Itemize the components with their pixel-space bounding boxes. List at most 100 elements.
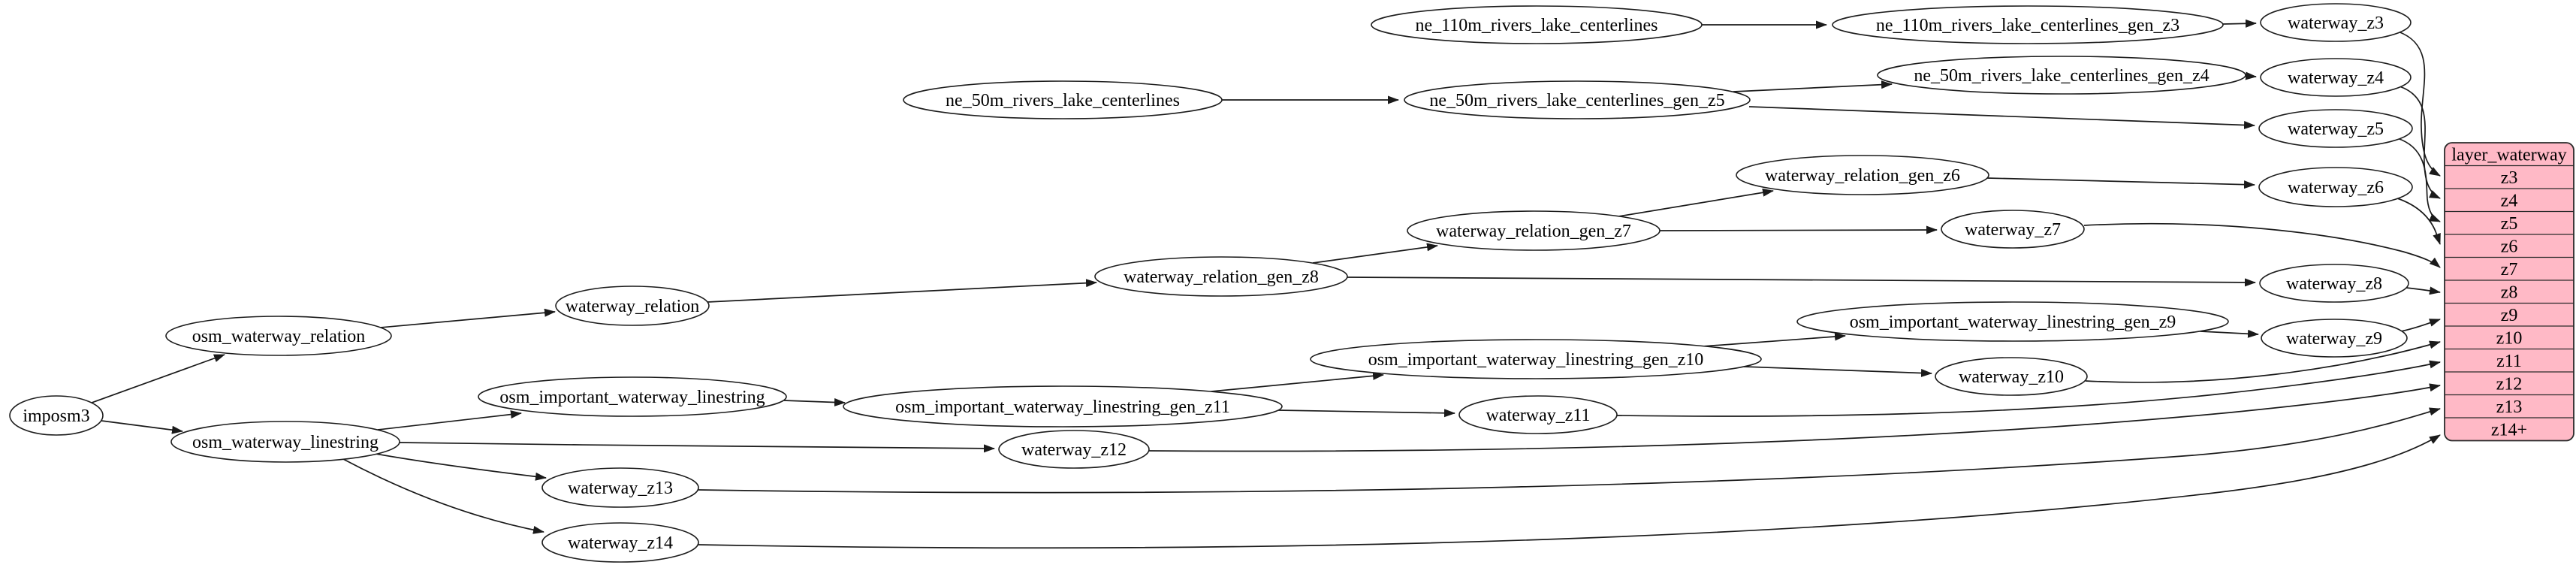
node-label-osm_important_waterway_linestring_gen_z9: osm_important_waterway_linestring_gen_z9 — [1850, 313, 2176, 332]
edge-waterway_z5--layer_waterway:z5 — [2397, 137, 2441, 222]
node-waterway_z10: waterway_z10 — [1935, 357, 2088, 396]
edge-ne_50m_rivers_lake_centerlines_gen_z5--waterway_z5 — [1748, 106, 2255, 129]
edge-waterway_z7--layer_waterway:z7 — [2083, 222, 2441, 268]
node-label-waterway_z14: waterway_z14 — [568, 533, 673, 553]
table-row-z13: z13 — [2496, 397, 2523, 417]
node-label-imposm3: imposm3 — [23, 406, 89, 426]
node-ne_110m_rivers_lake_centerlines_gen_z3: ne_110m_rivers_lake_centerlines_gen_z3 — [1832, 5, 2224, 44]
edge-osm_waterway_relation--waterway_relation — [379, 308, 556, 328]
node-label-waterway_z5: waterway_z5 — [2288, 119, 2384, 139]
node-label-ne_110m_rivers_lake_centerlines_gen_z3: ne_110m_rivers_lake_centerlines_gen_z3 — [1876, 16, 2179, 35]
edge-waterway_relation_gen_z7--waterway_z7 — [1659, 225, 1938, 234]
edge-osm_important_waterway_linestring_gen_z10--osm_important_waterway_linestring_gen_z9 — [1702, 332, 1846, 347]
edge-waterway_z4--layer_waterway:z4 — [2399, 86, 2441, 199]
edge-waterway_relation_gen_z6--waterway_z6 — [1986, 177, 2255, 189]
node-ellipse-ne_50m_rivers_lake_centerlines — [903, 80, 1223, 119]
edge-osm_waterway_linestring--waterway_z14 — [342, 458, 544, 534]
node-imposm3: imposm3 — [9, 395, 104, 436]
node-label-osm_important_waterway_linestring_gen_z10: osm_important_waterway_linestring_gen_z1… — [1368, 350, 1704, 370]
node-ellipse-waterway_z5 — [2258, 109, 2413, 148]
table-row-z12: z12 — [2496, 374, 2523, 394]
node-waterway_z6: waterway_z6 — [2258, 167, 2413, 207]
edge-osm_important_waterway_linestring_gen_z10--waterway_z10 — [1743, 366, 1932, 377]
edge-waterway_z14--layer_waterway:z14+ — [698, 434, 2441, 549]
node-ellipse-osm_important_waterway_linestring_gen_z11 — [843, 385, 1283, 428]
table-row-z9: z9 — [2501, 306, 2518, 325]
edge-waterway_z9--layer_waterway:z9 — [2400, 319, 2441, 332]
node-label-waterway_relation_gen_z7: waterway_relation_gen_z7 — [1436, 222, 1631, 241]
node-osm_waterway_relation: osm_waterway_relation — [165, 316, 392, 356]
edge-osm_waterway_linestring--waterway_z12 — [399, 442, 995, 453]
node-waterway_z14: waterway_z14 — [541, 522, 699, 563]
node-ne_50m_rivers_lake_centerlines_gen_z5: ne_50m_rivers_lake_centerlines_gen_z5 — [1404, 80, 1751, 119]
layer-waterway-table — [2444, 142, 2574, 442]
edge-osm_important_waterway_linestring_gen_z9--waterway_z9 — [2200, 329, 2259, 338]
node-ellipse-osm_important_waterway_linestring_gen_z9 — [1796, 301, 2229, 342]
node-waterway_z11: waterway_z11 — [1458, 395, 1618, 434]
node-label-waterway_z8: waterway_z8 — [2286, 274, 2382, 294]
edge-waterway_z12--layer_waterway:z12 — [1148, 383, 2441, 452]
node-waterway_relation: waterway_relation — [555, 286, 710, 326]
node-ne_110m_rivers_lake_centerlines: ne_110m_rivers_lake_centerlines — [1371, 5, 1703, 44]
node-label-ne_50m_rivers_lake_centerlines_gen_z5: ne_50m_rivers_lake_centerlines_gen_z5 — [1429, 91, 1724, 110]
node-label-waterway_relation: waterway_relation — [566, 297, 700, 316]
node-label-waterway_relation_gen_z8: waterway_relation_gen_z8 — [1124, 267, 1319, 287]
node-label-osm_waterway_relation: osm_waterway_relation — [192, 327, 366, 346]
node-ellipse-waterway_z3 — [2260, 3, 2412, 42]
node-label-osm_important_waterway_linestring_gen_z11: osm_important_waterway_linestring_gen_z1… — [895, 397, 1230, 417]
node-label-waterway_z6: waterway_z6 — [2288, 178, 2384, 198]
node-ellipse-ne_50m_rivers_lake_centerlines_gen_z5 — [1404, 80, 1751, 119]
edge-osm_waterway_linestring--osm_important_waterway_linestring — [377, 410, 522, 431]
edge-waterway_z3--layer_waterway:z3 — [2397, 31, 2441, 177]
node-ellipse-osm_important_waterway_linestring — [478, 376, 787, 417]
node-waterway_z5: waterway_z5 — [2258, 109, 2413, 148]
node-ellipse-ne_110m_rivers_lake_centerlines_gen_z3 — [1832, 5, 2224, 44]
node-label-waterway_z4: waterway_z4 — [2288, 68, 2384, 88]
node-osm_waterway_linestring: osm_waterway_linestring — [170, 421, 400, 463]
table-row-z5: z5 — [2501, 214, 2518, 234]
edge-osm_important_waterway_linestring_gen_z11--waterway_z11 — [1277, 409, 1455, 418]
edge-imposm3--osm_waterway_linestring — [101, 420, 183, 434]
node-label-waterway_z3: waterway_z3 — [2288, 14, 2384, 33]
table-row-z3: z3 — [2501, 168, 2518, 188]
edge-waterway_relation--waterway_relation_gen_z8 — [707, 279, 1097, 303]
node-waterway_z9: waterway_z9 — [2261, 319, 2408, 358]
node-waterway_relation_gen_z6: waterway_relation_gen_z6 — [1736, 155, 1989, 195]
node-ellipse-waterway_relation_gen_z8 — [1094, 256, 1348, 297]
edge-osm_waterway_linestring--waterway_z13 — [375, 453, 547, 481]
node-label-waterway_z12: waterway_z12 — [1021, 440, 1127, 460]
table-row-z7: z7 — [2501, 260, 2518, 279]
table-row-z14+: z14+ — [2491, 420, 2527, 440]
edge-waterway_relation_gen_z8--waterway_z8 — [1347, 276, 2256, 287]
node-waterway_relation_gen_z8: waterway_relation_gen_z8 — [1094, 256, 1348, 297]
node-ellipse-waterway_z8 — [2259, 264, 2409, 303]
node-label-waterway_z11: waterway_z11 — [1486, 406, 1590, 425]
node-ellipse-waterway_z4 — [2260, 58, 2412, 97]
edge-waterway_z8--layer_waterway:z8 — [2406, 286, 2441, 295]
nodes-layer: imposm3 osm_waterway_relation osm_waterway… — [9, 3, 2413, 563]
table-row-z4: z4 — [2501, 191, 2518, 210]
node-osm_important_waterway_linestring_gen_z10: osm_important_waterway_linestring_gen_z1… — [1310, 339, 1762, 379]
edge-ne_50m_rivers_lake_centerlines_gen_z5--ne_50m_rivers_lake_centerlines_gen_z4 — [1733, 80, 1893, 92]
edge-imposm3--osm_waterway_relation — [91, 354, 225, 403]
node-label-waterway_z13: waterway_z13 — [568, 479, 673, 498]
edges-layer — [91, 19, 2441, 549]
edge-waterway_z10--layer_waterway:z10 — [2085, 340, 2441, 383]
node-ellipse-waterway_z13 — [541, 467, 699, 508]
node-waterway_z8: waterway_z8 — [2259, 264, 2409, 303]
table-row-z6: z6 — [2501, 237, 2518, 256]
node-ne_50m_rivers_lake_centerlines: ne_50m_rivers_lake_centerlines — [903, 80, 1223, 119]
node-osm_important_waterway_linestring_gen_z9: osm_important_waterway_linestring_gen_z9 — [1796, 301, 2229, 342]
edge-waterway_relation_gen_z7--waterway_relation_gen_z6 — [1618, 188, 1774, 217]
edge-ne_50m_rivers_lake_centerlines_gen_z4--waterway_z4 — [2245, 71, 2257, 80]
edge-waterway_relation_gen_z8--waterway_relation_gen_z7 — [1312, 243, 1438, 264]
node-label-ne_50m_rivers_lake_centerlines_gen_z4: ne_50m_rivers_lake_centerlines_gen_z4 — [1914, 66, 2209, 86]
node-label-waterway_relation_gen_z6: waterway_relation_gen_z6 — [1765, 166, 1960, 186]
node-ellipse-waterway_relation — [555, 286, 710, 326]
node-ellipse-ne_50m_rivers_lake_centerlines_gen_z4 — [1877, 56, 2246, 95]
table-row-z11: z11 — [2496, 352, 2522, 371]
node-ellipse-osm_important_waterway_linestring_gen_z10 — [1310, 339, 1762, 379]
node-ellipse-waterway_z6 — [2258, 167, 2413, 207]
